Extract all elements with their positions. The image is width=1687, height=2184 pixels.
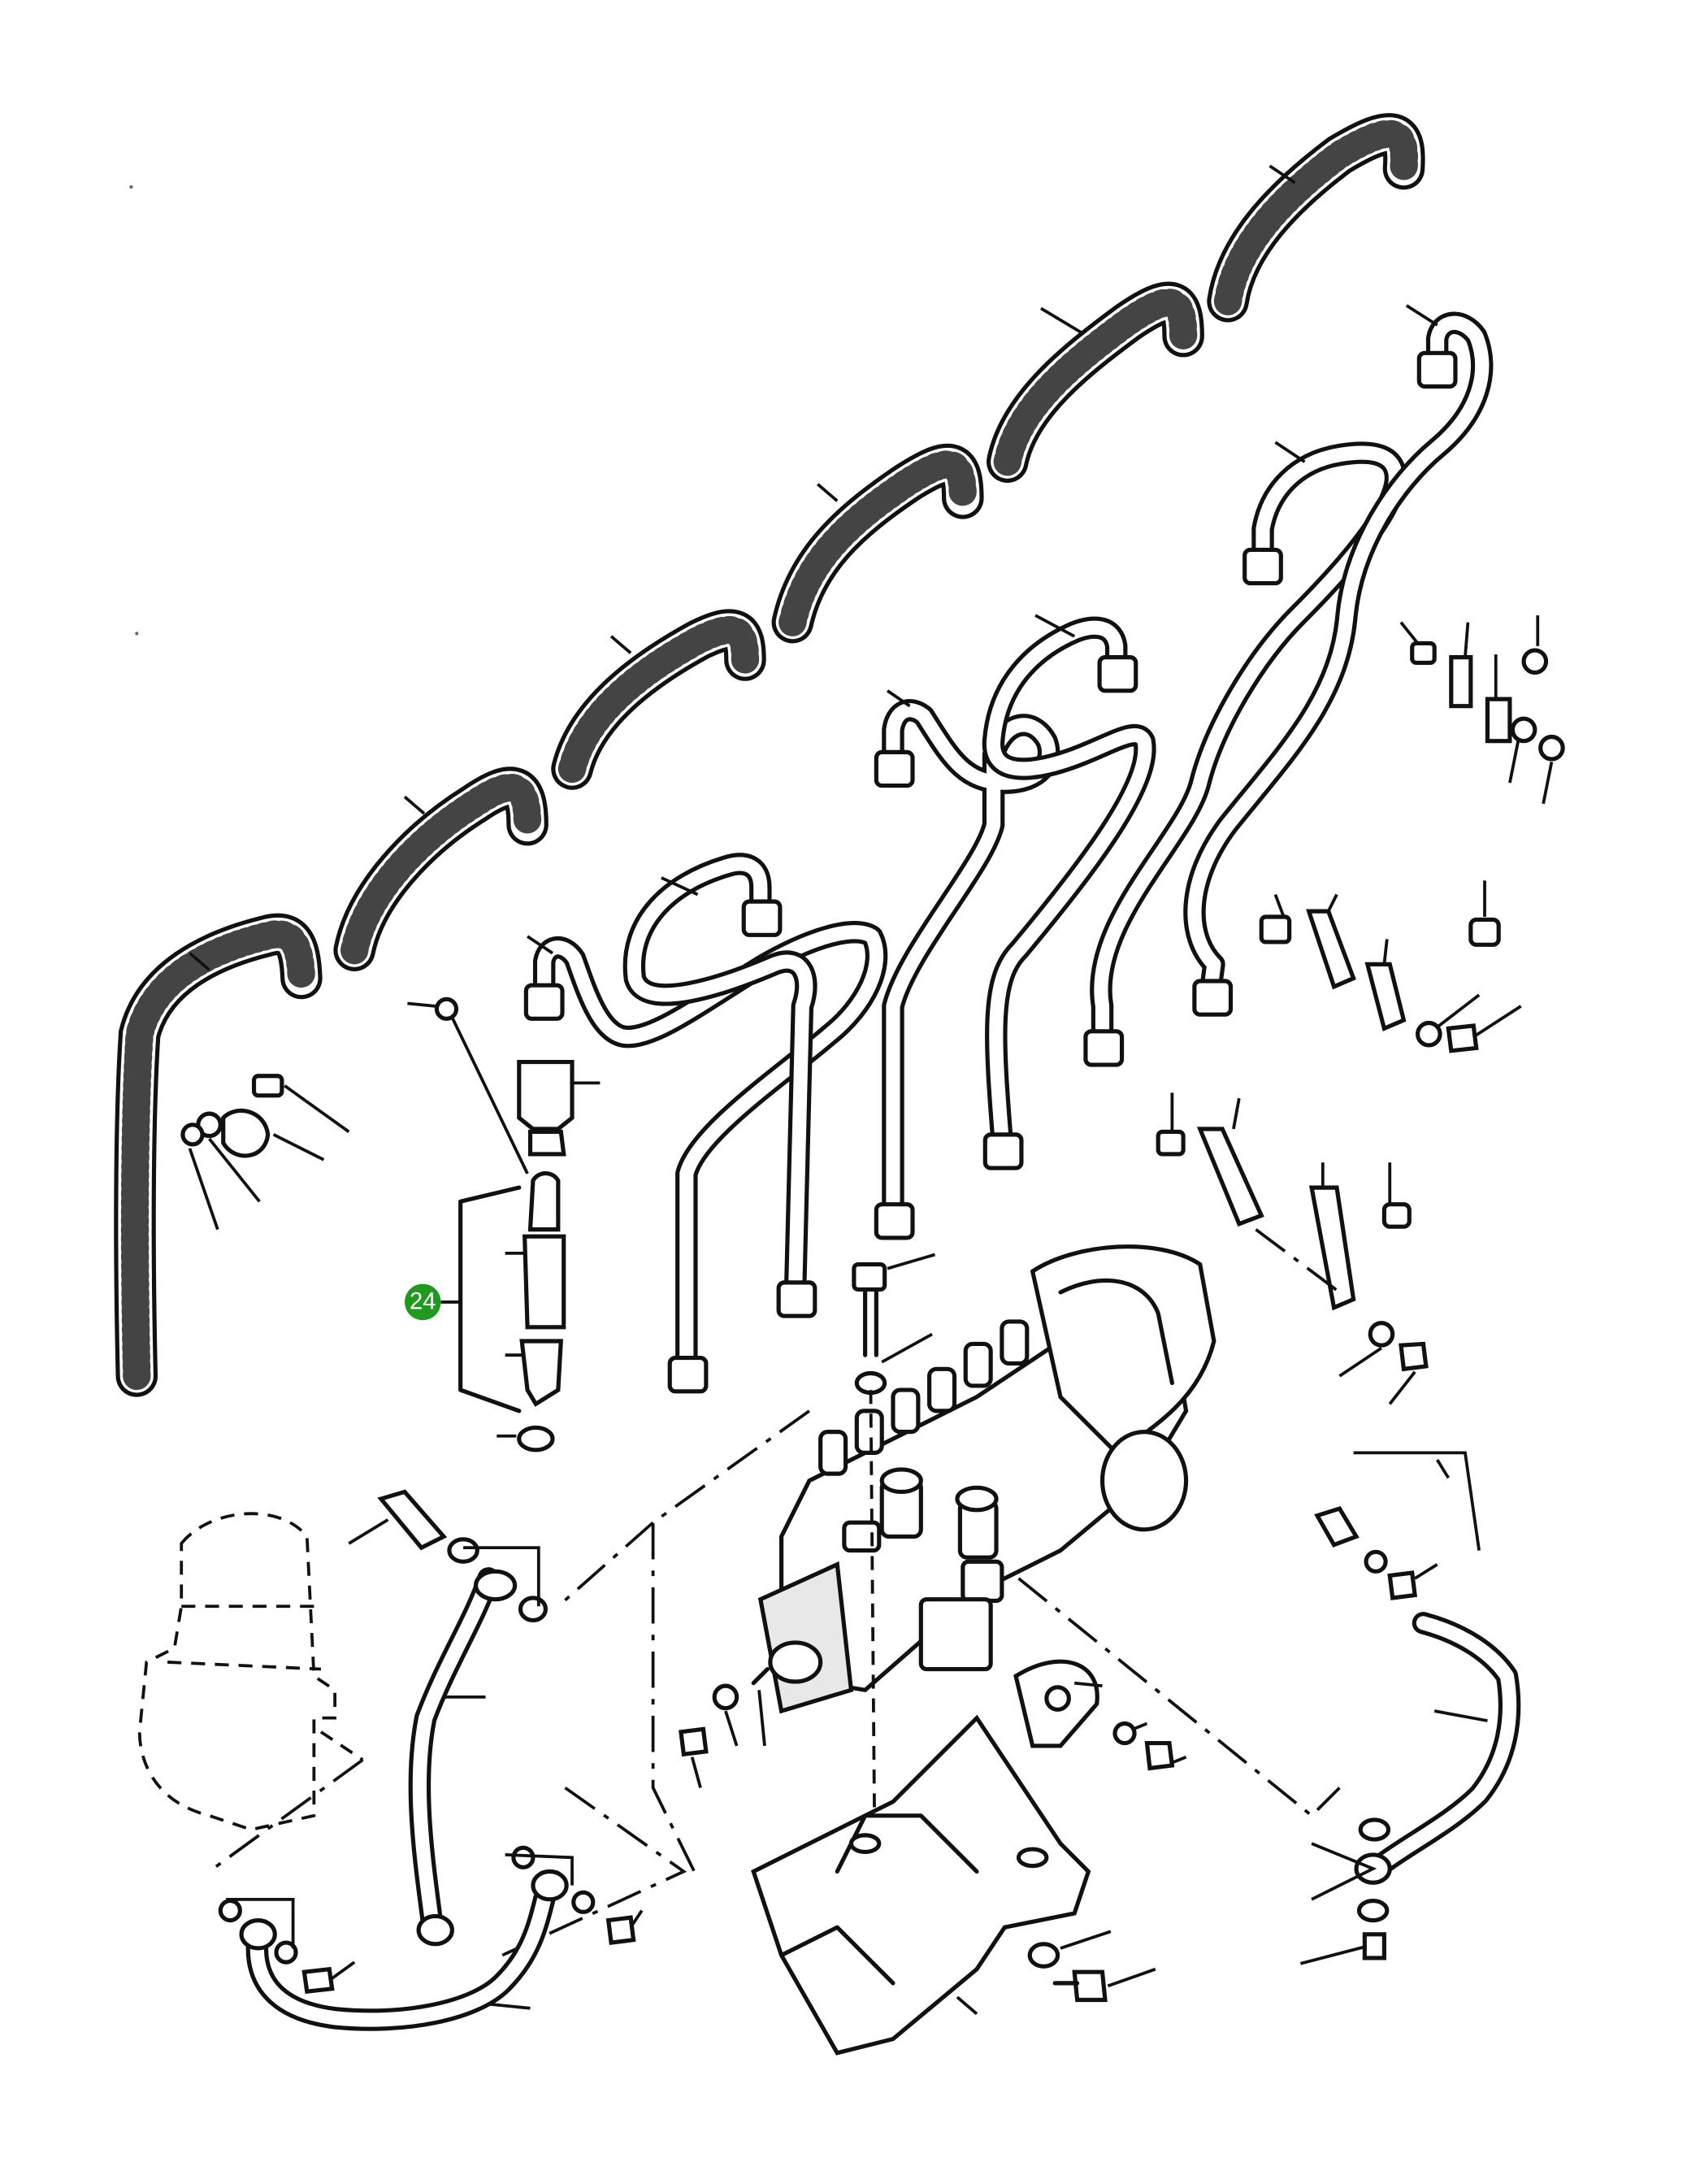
injection-line-3 [882, 699, 1060, 1220]
fuel-injection-pump [679, 1244, 1216, 1788]
leak-off-hose-3 [551, 609, 766, 790]
injector-body [527, 1170, 561, 1232]
priming-pumps [879, 1467, 1004, 1603]
injector-holder-nut [517, 1060, 575, 1131]
injector-assembly [407, 996, 601, 1452]
injection-line-2 [622, 853, 817, 1297]
injector-nozzle [522, 1234, 566, 1330]
hose-leader-lines [189, 164, 1296, 971]
exploded-outline [208, 1409, 1341, 1957]
speck [129, 185, 133, 189]
injection-line-5 [1090, 441, 1407, 1045]
callout-24[interactable]: 24 [404, 1283, 441, 1321]
fuel-return-line-right [1299, 1451, 1521, 1965]
leak-off-hose-2 [333, 766, 549, 971]
leak-off-hose-4 [771, 443, 984, 644]
mounting-bolts [1027, 1930, 1156, 2003]
leak-off-hose-6 [1207, 113, 1425, 323]
leak-off-hoses [114, 113, 1425, 1397]
pump-bolt [852, 1253, 936, 2026]
fuel-line-bottom [218, 1845, 644, 2031]
leak-off-hose-5 [987, 281, 1204, 483]
speck [135, 632, 139, 636]
injector-washer [517, 1425, 555, 1452]
bracket-group-lower-right [1156, 1092, 1429, 1405]
injector-cap [434, 996, 459, 1021]
pump-mounting-bracket [751, 1714, 1091, 2056]
fuel-line-left [348, 1489, 548, 1947]
line-nuts [523, 350, 1458, 1394]
callout-24-badge[interactable] [404, 1283, 441, 1321]
bracket-group-middle-right [1259, 880, 1522, 1053]
engine-block-phantom [137, 1512, 364, 1831]
injection-line-6 [1183, 311, 1494, 996]
injection-lines [523, 311, 1494, 1394]
hose-clamp-assembly [180, 1074, 350, 1231]
gasket [1013, 1659, 1187, 1771]
delivery-valves [818, 1319, 1030, 1476]
callout-24-label: 24 [410, 1289, 436, 1315]
bracket-group-top-right [1399, 615, 1565, 805]
injection-line-4 [982, 616, 1156, 1150]
leak-off-hose-1 [114, 913, 323, 1397]
line-leader-lines [527, 304, 1438, 955]
